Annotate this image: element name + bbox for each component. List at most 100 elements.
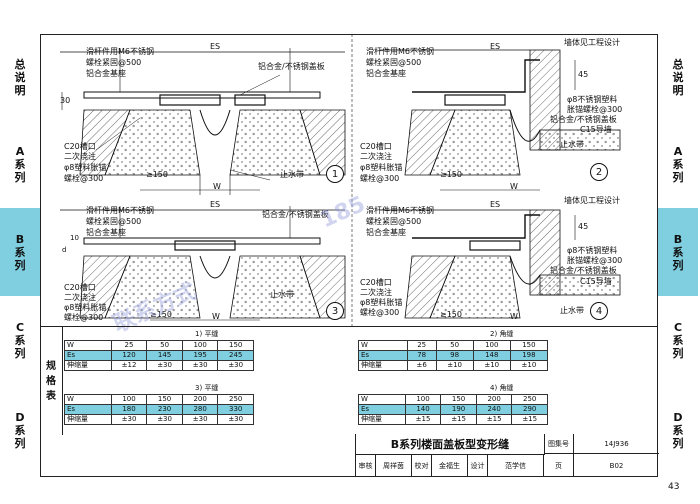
title-block: B系列楼面盖板型变形缝 图集号 14J936 审核 周祥茵 校对 金福生 设计 …	[355, 434, 659, 477]
detail-3-section	[60, 206, 346, 321]
d4-label-wall: 墙体见工程设计	[564, 196, 620, 205]
d2-label-ss-anchor: φ8不锈钢塑料	[567, 95, 618, 104]
d1-label-slot: C20槽口	[64, 142, 96, 151]
d1-dim-30: 30	[60, 96, 71, 105]
role-review: 审核	[356, 454, 376, 477]
d3-label-slot: C20槽口	[64, 283, 96, 292]
d1-label-base: 铝合金基座	[86, 69, 126, 78]
spec-table-label: 规格表	[40, 327, 63, 435]
name-design: 范学信	[488, 454, 544, 477]
d2-label-anchor: φ8塑料胀锚	[360, 163, 403, 172]
d4-label-cover: 铝合金/不锈钢盖板	[550, 266, 617, 275]
d3-label-bolt: 螺栓紧固@500	[86, 217, 142, 226]
atlas-number-label: 图集号	[544, 434, 574, 454]
d2-dim-150: ≥150	[440, 170, 462, 179]
d1-es-label: ES	[210, 42, 221, 51]
page-label: 页	[544, 454, 574, 477]
d4-label-base: 铝合金基座	[366, 228, 406, 237]
d2-label-waterstop: 止水带	[560, 140, 584, 149]
t3-caption: 3) 平缝	[195, 384, 219, 392]
d1-label-bolt: 螺栓紧固@500	[86, 58, 142, 67]
d2-label-slot: C20槽口	[360, 142, 392, 151]
t4-caption: 4) 角缝	[490, 384, 514, 392]
t1-caption: 1) 平缝	[195, 330, 219, 338]
d2-number-circle: 2	[590, 163, 608, 181]
d2-dim-45: 45	[578, 70, 589, 79]
d4-label-slot: C20槽口	[360, 278, 392, 287]
d4-dim-150: ≥150	[440, 310, 462, 319]
t1-row-shift: 伸缩量±12±30±30±30	[64, 360, 254, 371]
d2-es-label: ES	[490, 42, 501, 51]
d2-label-ss-anchor-spacing: 胀锚螺栓@300	[567, 105, 623, 114]
d4-dim-45: 45	[578, 222, 589, 231]
page-number: 43	[668, 482, 680, 492]
d3-label-cover: 铝合金/不锈钢盖板	[262, 210, 329, 219]
d3-es-label: ES	[210, 200, 221, 209]
page-code: B02	[609, 461, 624, 470]
t3-row-shift: 伸缩量±30±30±30±30	[64, 414, 254, 425]
atlas-number: 14J936	[574, 434, 659, 454]
d1-label-anchor-spacing: 螺栓@300	[64, 174, 104, 183]
d3-dim-10: 10	[70, 234, 79, 242]
t4-row-shift: 伸缩量±15±15±15±15	[358, 414, 548, 425]
d4-label-anchor: φ8塑料胀锚	[360, 298, 403, 307]
d3-label-waterstop: 止水带	[270, 290, 294, 299]
d2-label-guide-wall: C15导墙	[580, 125, 612, 134]
d2-label-base: 铝合金基座	[366, 69, 406, 78]
d4-label-ss-anchor-spacing: 胀锚螺栓@300	[567, 256, 623, 265]
d4-number-circle: 4	[590, 302, 608, 320]
detail-2-section	[380, 49, 621, 191]
d2-label-pour: 二次浇注	[360, 152, 392, 161]
d3-w-label: W	[212, 312, 220, 321]
d4-label-rod: 滑杆件用M6不锈钢	[366, 206, 434, 215]
side-tab-general[interactable]: 总说明	[14, 57, 26, 97]
d2-label-anchor-spacing: 螺栓@300	[360, 174, 400, 183]
d1-label-rod: 滑杆件用M6不锈钢	[86, 47, 154, 56]
d2-label-cover: 铝合金/不锈钢盖板	[550, 115, 617, 124]
d3-label-anchor: φ8塑料胀锚	[64, 303, 107, 312]
drawing-frame	[40, 34, 658, 477]
d1-label-cover: 铝合金/不锈钢盖板	[258, 62, 325, 71]
d2-label-rod: 滑杆件用M6不锈钢	[366, 47, 434, 56]
d3-label-pour: 二次浇注	[64, 293, 96, 302]
detail-1-section	[60, 48, 346, 195]
d3-dim-d: d	[62, 246, 67, 254]
d4-w-label: W	[510, 312, 518, 321]
drawing-title: B系列楼面盖板型变形缝	[356, 434, 545, 455]
d4-label-ss-anchor: φ8不锈钢塑料	[567, 246, 618, 255]
d3-label-base: 铝合金基座	[86, 228, 126, 237]
name-review: 周祥茵	[376, 454, 412, 477]
name-check: 金福生	[432, 454, 468, 477]
d3-label-anchor-spacing: 螺栓@300	[64, 313, 104, 322]
d1-dim-150: ≥150	[146, 170, 168, 179]
side-tab-general-right[interactable]: 总说明	[672, 57, 684, 97]
role-design: 设计	[468, 454, 488, 477]
d3-label-rod: 滑杆件用M6不锈钢	[86, 206, 154, 215]
d4-label-bolt: 螺栓紧固@500	[366, 217, 422, 226]
d1-label-pour: 二次浇注	[64, 152, 96, 161]
d4-label-pour: 二次浇注	[360, 288, 392, 297]
d1-number-circle: 1	[326, 165, 344, 183]
t2-row-shift: 伸缩量±6±10±10±10	[358, 360, 549, 371]
d2-w-label: W	[510, 182, 518, 191]
detail-4-section	[380, 209, 621, 319]
